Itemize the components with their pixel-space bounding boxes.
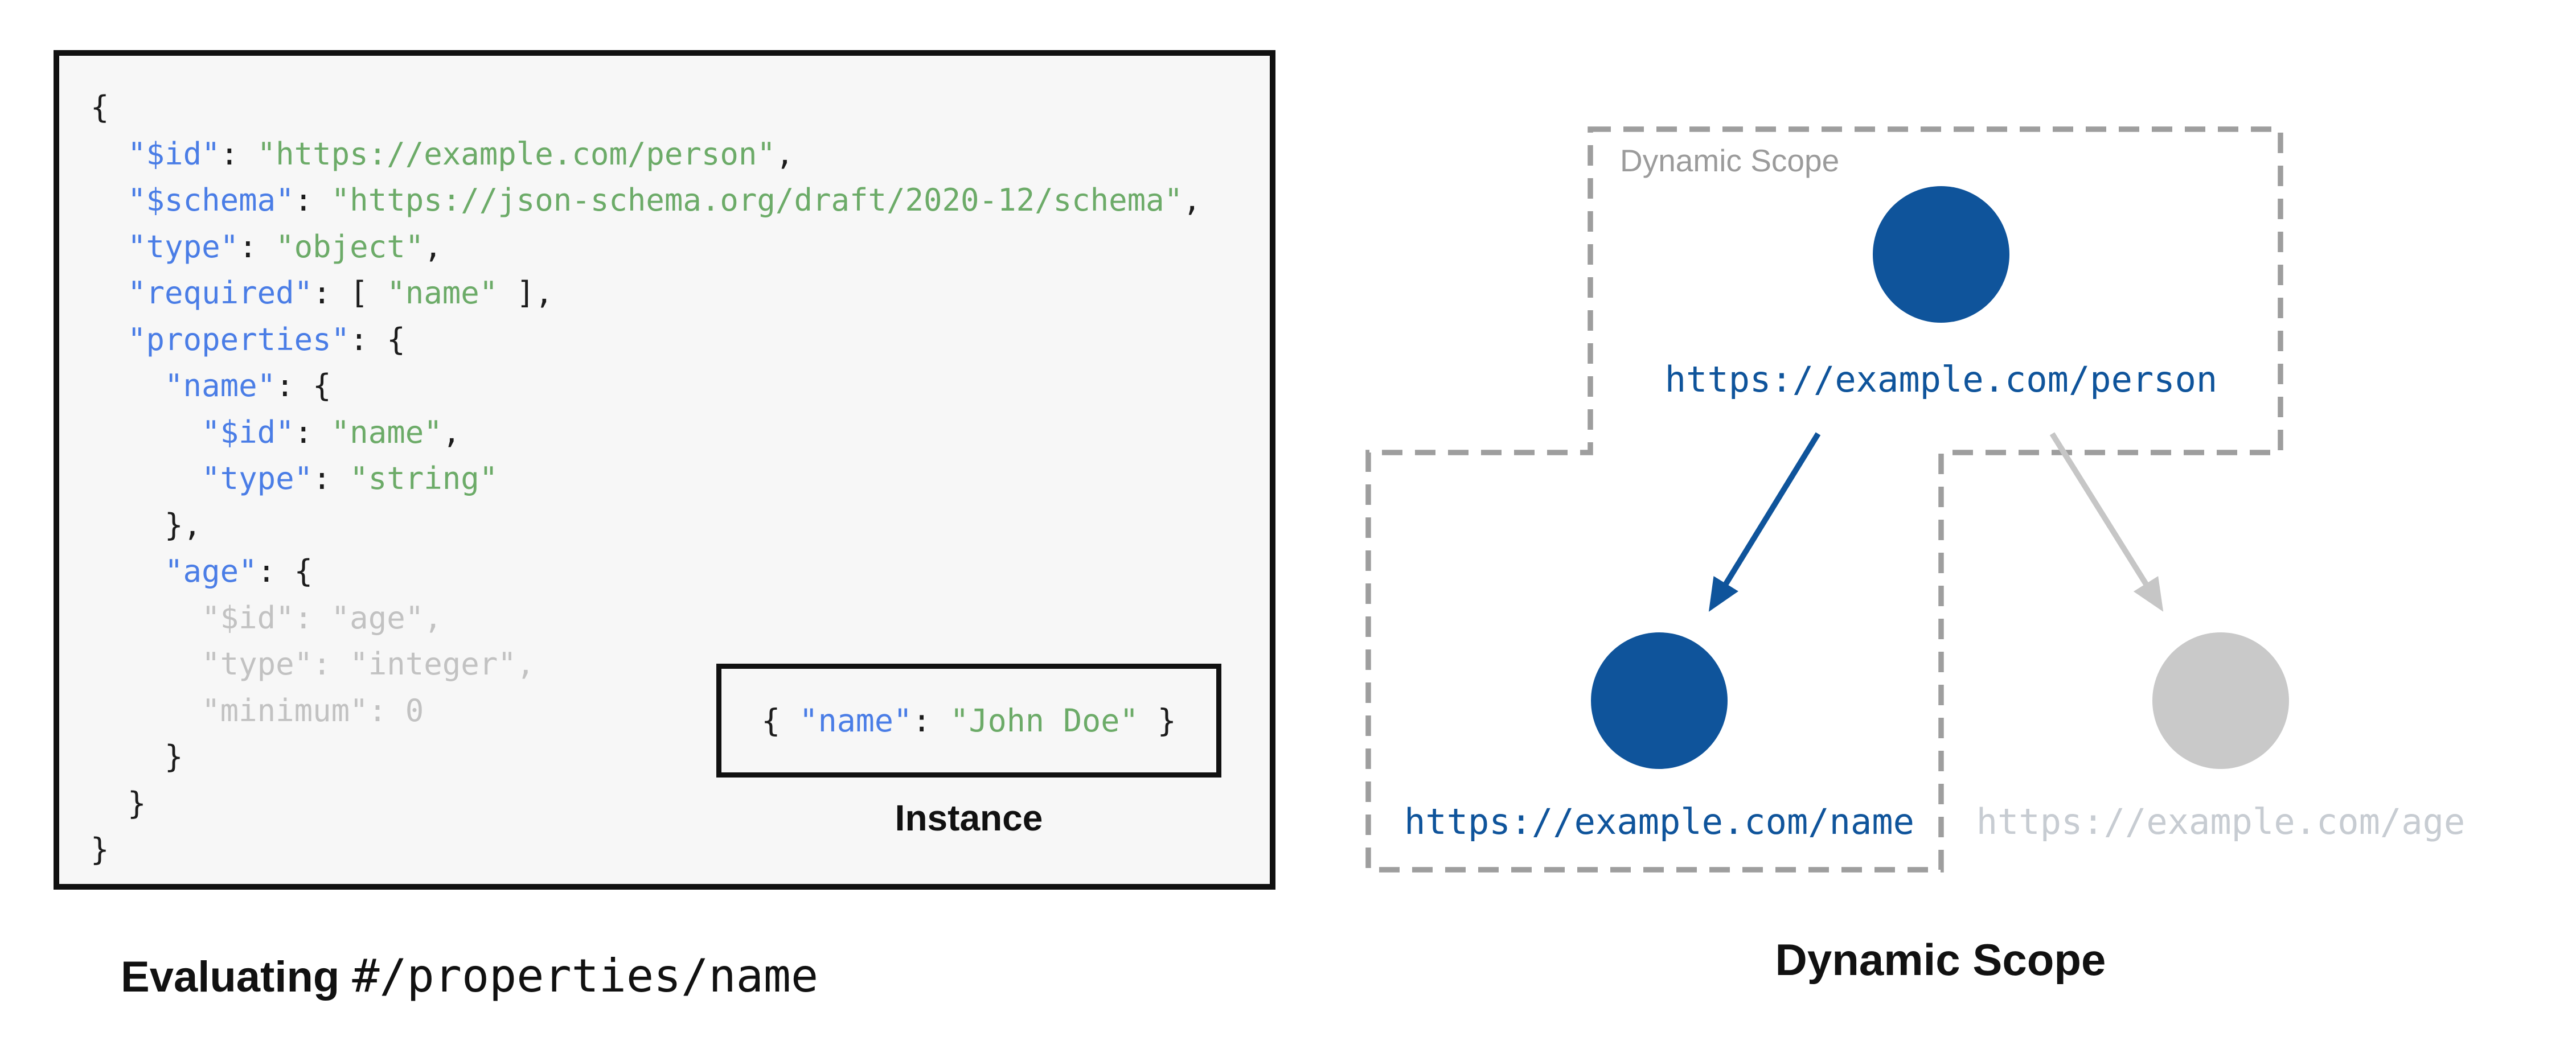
age-node-circle	[2152, 632, 2289, 769]
evaluating-caption: Evaluating#/properties/name	[121, 949, 818, 1002]
code-line: "$schema": "https://json-schema.org/draf…	[128, 182, 1201, 218]
scope-region-label: Dynamic Scope	[1620, 143, 1839, 178]
name-node-url: https://example.com/name	[1404, 801, 1914, 842]
code-line: "age": {	[165, 553, 313, 589]
code-line: "type": "object",	[128, 228, 442, 265]
dynamic-scope-outline	[1365, 126, 2283, 873]
code-line: "$id": "age",	[202, 599, 442, 636]
code-line: "$id": "name",	[202, 414, 461, 450]
code-line: },	[91, 507, 202, 543]
code-line: "name": {	[165, 368, 331, 404]
code-line: "properties": {	[128, 321, 405, 357]
code-line: "type": "string"	[202, 460, 498, 496]
dynamic-scope-diagram: Dynamic Scope https://example.com/person…	[1365, 126, 2466, 985]
code-line: "$id": "https://example.com/person",	[128, 135, 794, 172]
name-node-circle	[1591, 632, 1728, 769]
code-line: }	[91, 785, 146, 821]
dynamic-scope-caption: Dynamic Scope	[1775, 935, 2106, 985]
evaluating-caption-bold: Evaluating	[121, 953, 340, 1001]
instance-code: { "name": "John Doe" }	[761, 702, 1176, 739]
code-line: "minimum": 0	[202, 692, 424, 729]
json-pointer: #/properties/name	[352, 949, 819, 1002]
code-line: "required": [ "name" ],	[128, 275, 553, 311]
instance-label: Instance	[895, 797, 1043, 838]
code-line: }	[91, 739, 183, 775]
code-line: }	[91, 832, 109, 867]
edge-person-to-age	[2049, 432, 2164, 612]
instance-box: { "name": "John Doe" }	[716, 664, 1221, 778]
age-node-url: https://example.com/age	[1976, 801, 2466, 842]
code-line: {	[91, 89, 109, 125]
json-schema-code: { "$id": "https://example.com/person", "…	[91, 84, 1201, 873]
person-node-url: https://example.com/person	[1665, 359, 2218, 400]
code-line: "type": "integer",	[202, 646, 535, 682]
edge-person-to-name	[1708, 432, 1821, 612]
schema-code-panel: { "$id": "https://example.com/person", "…	[54, 50, 1275, 890]
person-node-circle	[1873, 186, 2009, 323]
